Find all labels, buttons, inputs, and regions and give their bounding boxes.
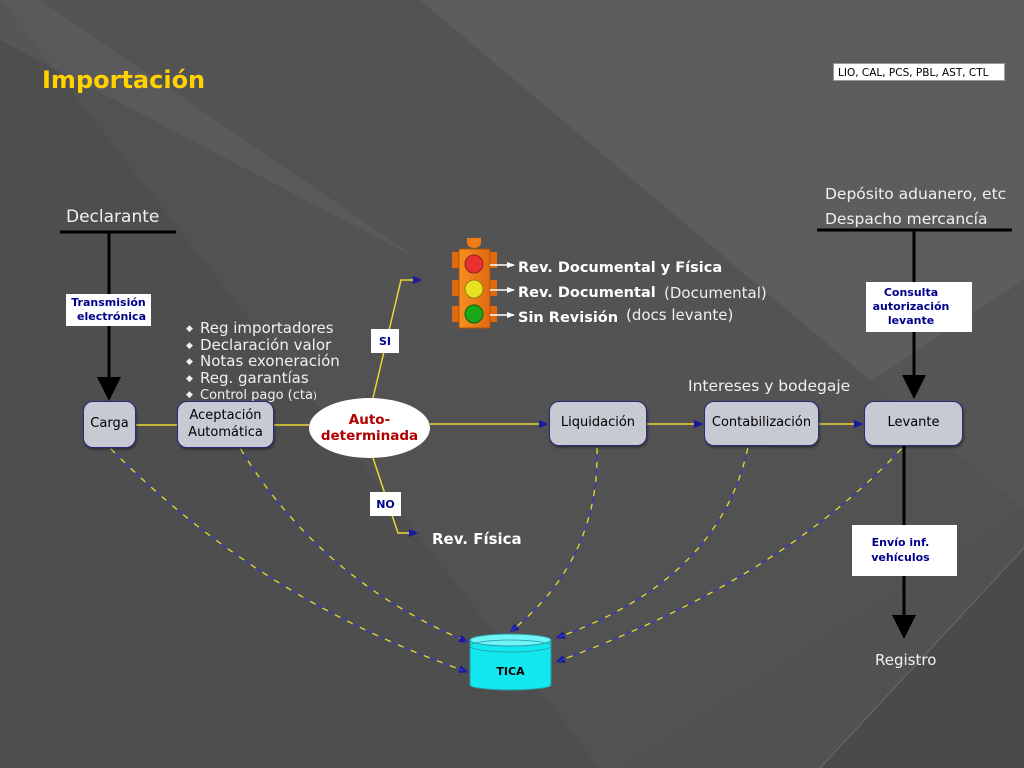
transmision-box: Transmisión electrónica — [66, 294, 151, 326]
transmision-line1: Transmisión — [71, 295, 146, 309]
consulta-box: Consulta autorización levante — [866, 282, 972, 332]
traffic-light-icon — [452, 238, 497, 329]
si-tag: SI — [371, 329, 399, 353]
node-aceptacion: Aceptación Automática — [177, 401, 274, 448]
node-auto-determinada: Auto- determinada — [309, 398, 430, 458]
envio-line2: vehículos — [871, 550, 930, 564]
node-liquidacion: Liquidación — [549, 401, 647, 446]
list-item: ◆Declaración valor — [186, 335, 332, 354]
red-light-label: Rev. Documental y Física — [518, 260, 723, 276]
tica-label: TICA — [496, 665, 525, 678]
node-aceptacion-line1: Aceptación — [189, 408, 262, 424]
consulta-line3: levante — [887, 314, 935, 328]
page-title: Importación — [42, 66, 206, 94]
tica-database-icon — [469, 633, 552, 691]
deposito-label: Depósito aduanero, etc — [825, 185, 1007, 203]
auto-line2: determinada — [320, 428, 419, 444]
envio-line1: Envío inf. — [871, 536, 930, 550]
codes-box: LIO, CAL, PCS, PBL, AST, CTL — [833, 63, 1005, 81]
node-aceptacion-line2: Automática — [188, 424, 263, 440]
intereses-label: Intereses y bodegaje — [688, 377, 851, 395]
registro-label: Registro — [875, 651, 937, 669]
no-tag: NO — [370, 492, 401, 516]
list-item: ◆Notas exoneración — [186, 352, 340, 370]
node-carga: Carga — [83, 401, 136, 448]
requirements-list: ◆Reg importadores ◆Declaración valor ◆No… — [186, 319, 340, 405]
list-item: ◆Control pago (cta) — [186, 388, 317, 403]
green-light-label: Sin Revisión — [518, 310, 619, 326]
node-contabilizacion: Contabilización — [704, 401, 819, 446]
node-levante: Levante — [864, 401, 963, 446]
rev-fisica-label: Rev. Física — [432, 530, 522, 548]
yellow-light-note: (Documental) — [664, 284, 767, 302]
green-light-note: (docs levante) — [626, 306, 734, 324]
list-item: ◆Reg. garantías — [186, 368, 309, 387]
list-item: ◆Reg importadores — [186, 319, 334, 337]
despacho-label: Despacho mercancía — [825, 210, 988, 228]
consulta-line2: autorización — [872, 299, 950, 313]
transmision-line2: electrónica — [77, 310, 146, 323]
consulta-line1: Consulta — [883, 285, 939, 299]
declarante-label: Declarante — [66, 207, 160, 227]
yellow-light-label: Rev. Documental — [518, 285, 656, 301]
auto-line1: Auto- — [348, 411, 391, 428]
envio-box: Envío inf. vehículos — [852, 525, 957, 576]
